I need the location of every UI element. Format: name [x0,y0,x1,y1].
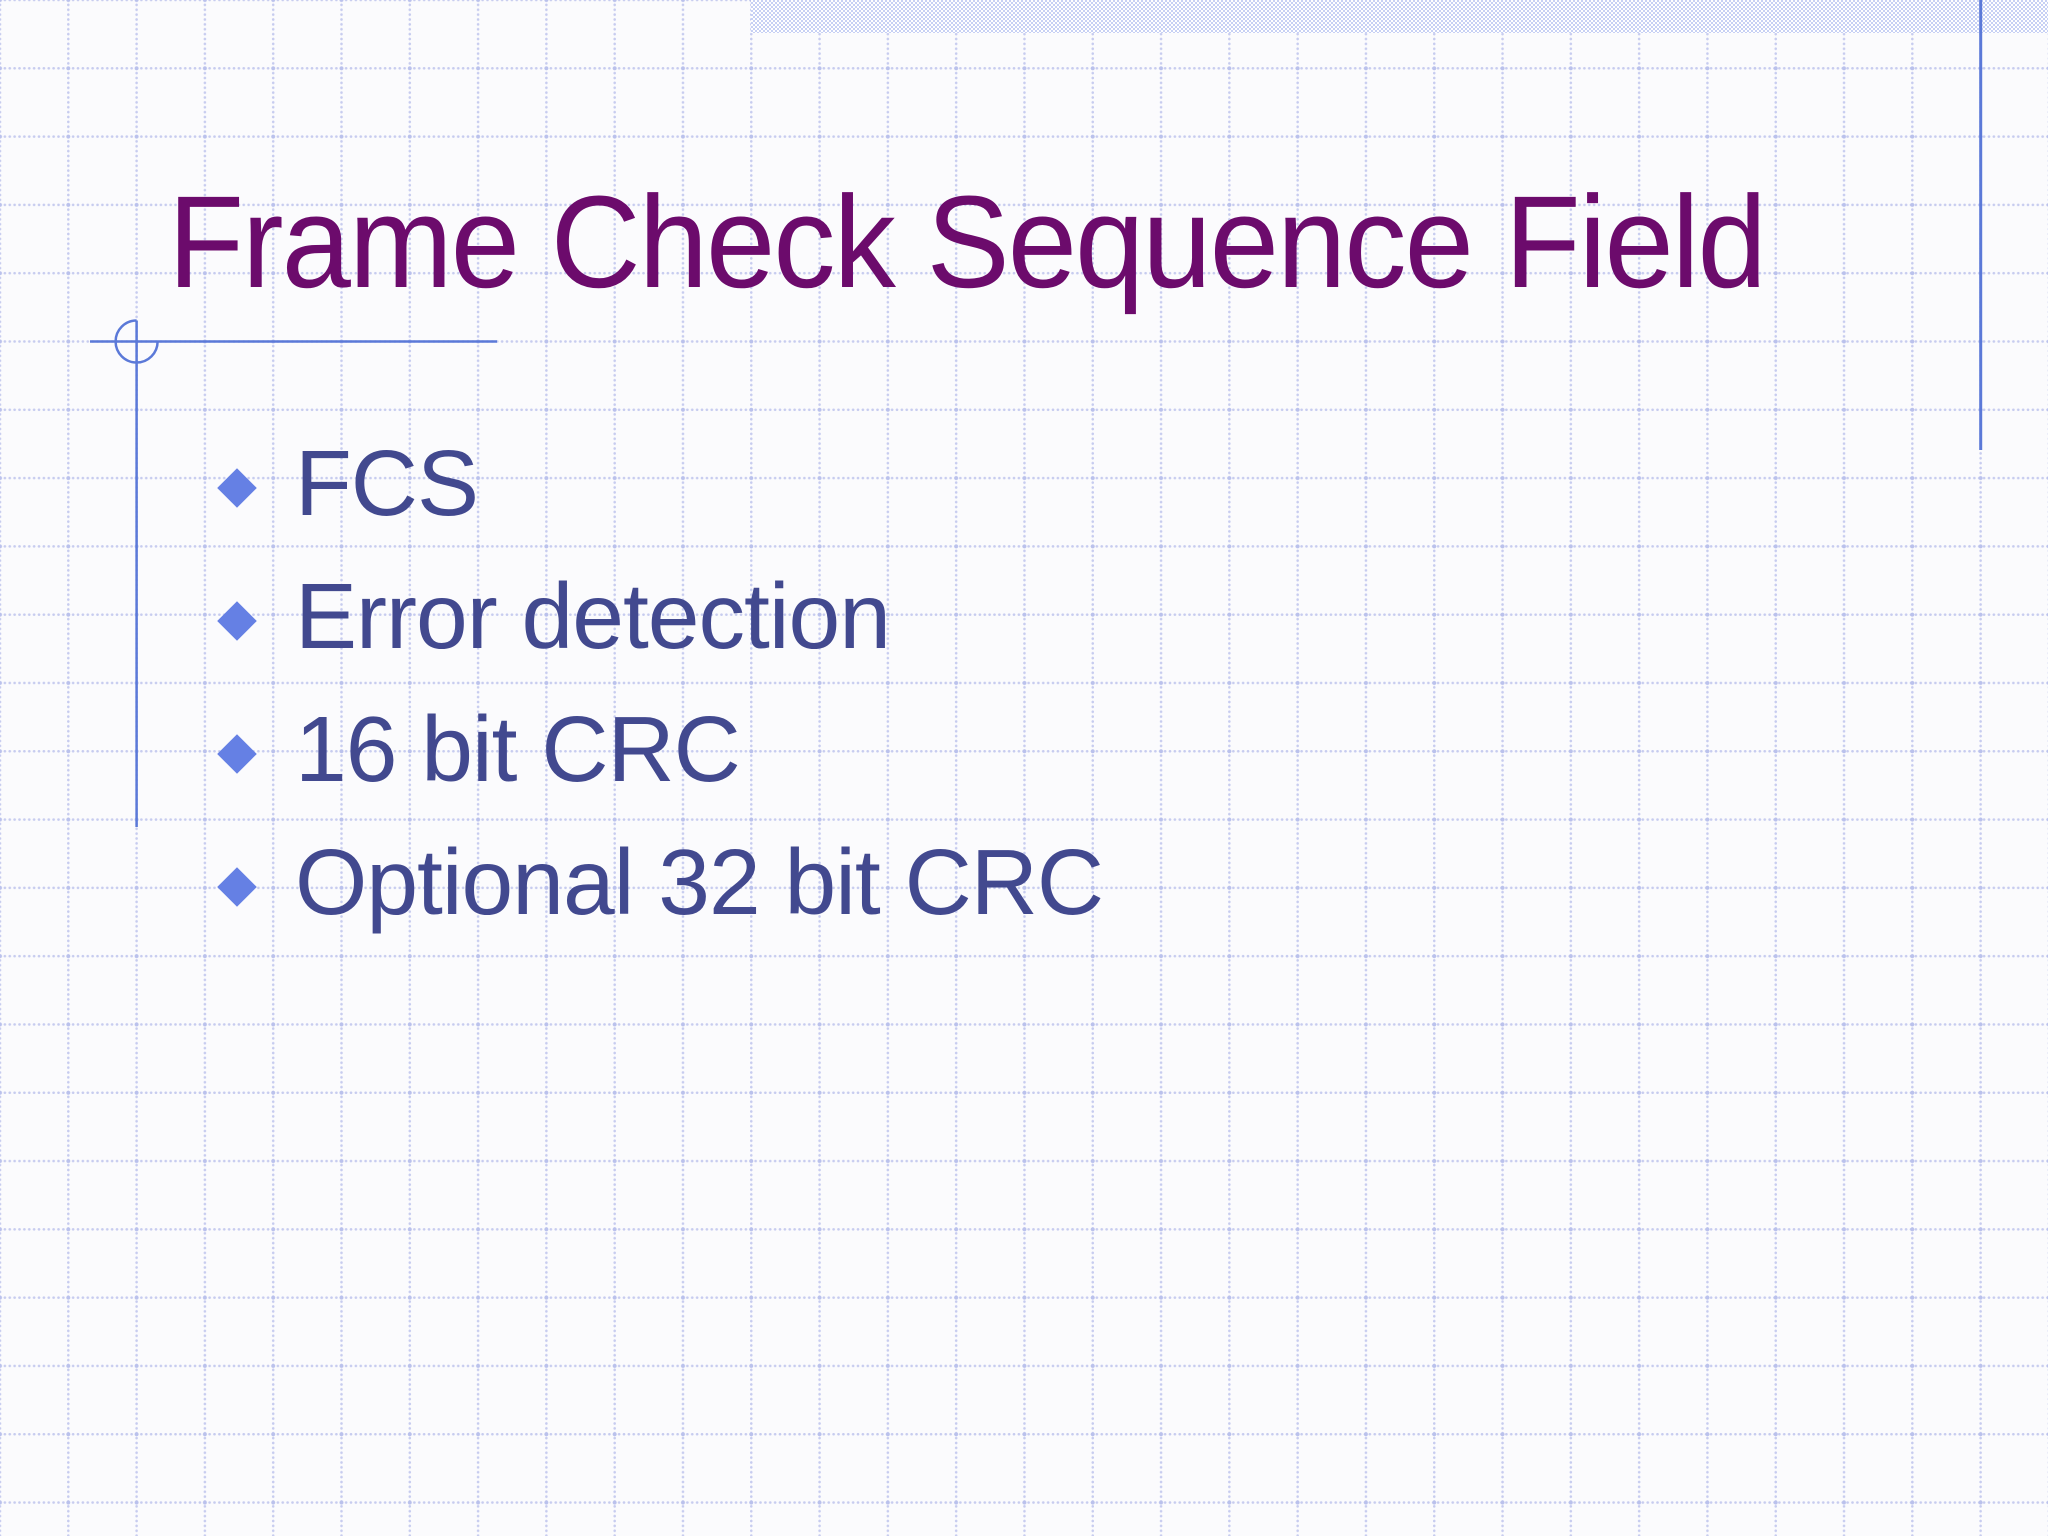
bullet-label: Optional 32 bit CRC [295,829,1104,934]
bullet-item: Optional 32 bit CRC [217,829,1104,937]
page-title: Frame Check Sequence Field [168,168,1767,315]
bullet-label: 16 bit CRC [295,696,741,801]
header-bar-pattern [751,0,2048,33]
bullet-item: FCS [217,430,479,538]
bullet-item: 16 bit CRC [217,696,741,804]
bullet-item: Error detection [217,563,891,671]
diamond-bullet-icon [217,601,257,641]
diamond-bullet-icon [217,867,257,907]
bullet-label: Error detection [295,563,891,668]
diamond-bullet-icon [217,734,257,774]
circle-ornament-icon [114,319,159,364]
diamond-bullet-icon [217,468,257,508]
bullet-label: FCS [295,430,479,535]
